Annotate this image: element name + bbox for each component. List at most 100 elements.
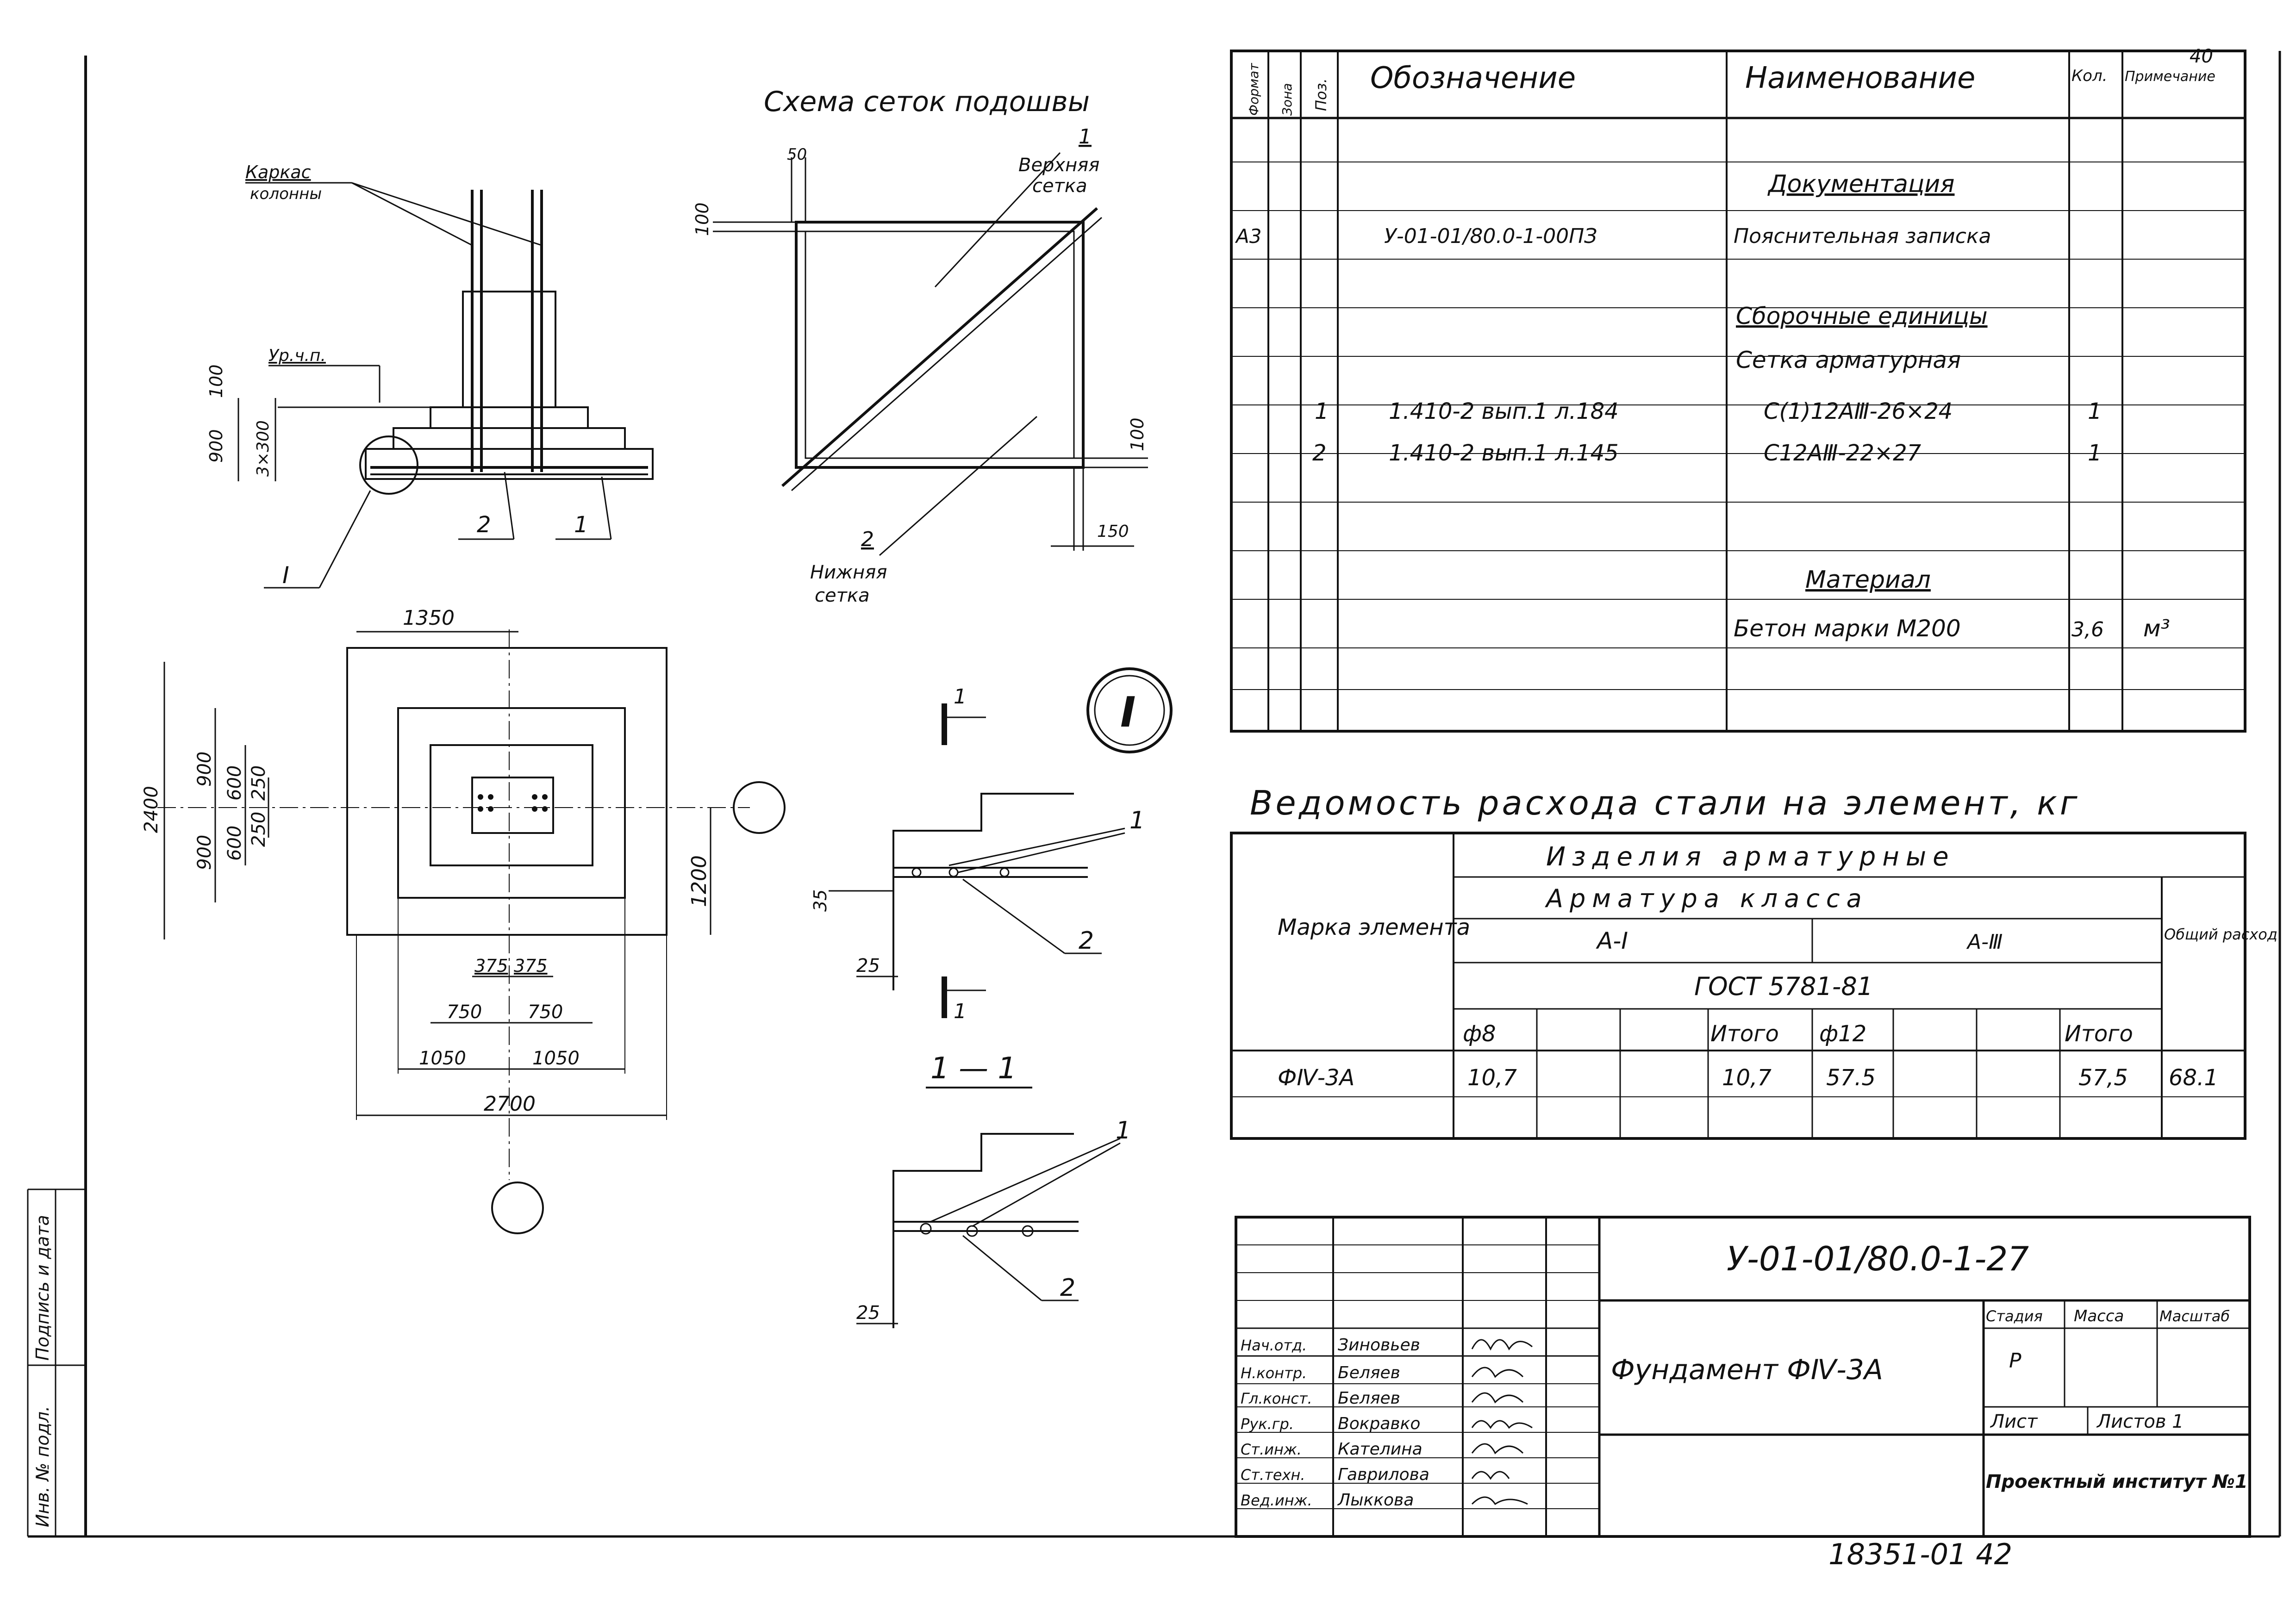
dim-375-b: 375	[514, 956, 548, 976]
dim-35: 35	[810, 889, 830, 912]
detail-pos-1-a: 1	[1129, 807, 1145, 834]
foundation-plan: 1350 2400 900 900 600 600 250 250 1200 3…	[141, 606, 786, 1234]
spec-row2-name: С12АⅢ-22×27	[1764, 440, 1922, 466]
name-3: Вокравко	[1338, 1414, 1420, 1433]
steel-rebar-class-header: Арматура класса	[1545, 884, 1868, 913]
detail-pos-2-b: 2	[1060, 1274, 1075, 1302]
role-0: Нач.отд.	[1241, 1337, 1307, 1354]
dim-600-a: 600	[224, 765, 245, 801]
corner-number: 40	[2190, 46, 2213, 67]
floor-level-label: Ур.ч.п.	[268, 346, 326, 365]
name-2: Беляев	[1338, 1389, 1400, 1408]
dim-900: 900	[206, 429, 226, 463]
title-stage-header: Стадия	[1986, 1307, 2043, 1325]
spec-header-zone: Зона	[1279, 83, 1295, 116]
dim-50: 50	[787, 145, 807, 164]
spec-row2-qty: 1	[2088, 440, 2102, 466]
dim-750-a: 750	[447, 1001, 482, 1023]
spec-mat-unit: м³	[2143, 615, 2170, 642]
detail-mark: I	[1120, 688, 1136, 737]
dim-2700: 2700	[484, 1092, 536, 1116]
bottom-mesh-label-2: сетка	[815, 585, 870, 606]
spec-header-pos: Поз.	[1312, 78, 1330, 111]
dim-25-a: 25	[856, 955, 880, 976]
section-pos-2: 2	[477, 512, 491, 538]
cut-mark-bottom: 1	[954, 1000, 967, 1023]
dim-100-b: 100	[692, 202, 712, 236]
steel-overall-header: Общий расход	[2164, 926, 2277, 943]
name-0: Зиновьев	[1338, 1336, 1420, 1355]
spec-row2-pos: 2	[1312, 440, 1327, 466]
title-sheets-label: Листов 1	[2096, 1411, 2184, 1432]
title-mass-header: Масса	[2074, 1307, 2124, 1325]
dim-25-b: 25	[856, 1302, 880, 1324]
section-label: 1 — 1	[930, 1051, 1017, 1086]
mesh-scheme-title: Схема сеток подошвы	[764, 86, 1090, 118]
spec-doc-format: А3	[1235, 225, 1261, 248]
foundation-section-view: Каркас колонны Ур.ч.п. 900 100 3×300 I	[206, 162, 654, 589]
top-mesh-label-2: сетка	[1032, 175, 1087, 197]
spec-header-qty: Кол.	[2071, 67, 2107, 85]
name-1: Беляев	[1338, 1363, 1400, 1382]
dim-100-c: 100	[1127, 417, 1148, 451]
spec-mat-qty: 3,6	[2071, 618, 2104, 641]
dim-3x300: 3×300	[254, 420, 273, 477]
detail-I: I 1 1 1 2 35 25 1 — 1 1	[810, 667, 1173, 1328]
steel-row-overall: 68.1	[2169, 1065, 2218, 1091]
steel-row-d12: 57.5	[1826, 1065, 1876, 1091]
name-6: Лыккова	[1337, 1491, 1414, 1510]
column-cage-label: Каркас	[245, 162, 311, 182]
detail-pos-1-b: 1	[1116, 1117, 1131, 1144]
dim-1050-b: 1050	[532, 1048, 580, 1069]
spec-mat-section: Материал	[1805, 566, 1931, 594]
steel-row-total2: 57,5	[2078, 1065, 2128, 1091]
title-scale-header: Масштаб	[2159, 1307, 2230, 1325]
title-institute: Проектный институт №1	[1986, 1471, 2248, 1492]
title-name: Фундамент ФⅣ-3А	[1611, 1354, 1883, 1386]
role-2: Гл.конст.	[1241, 1390, 1312, 1407]
spec-doc-designation: У-01-01/80.0-1-00ПЗ	[1384, 224, 1597, 248]
spec-asm-title: Сетка арматурная	[1736, 347, 1961, 373]
mesh-bottom-pos: 2	[861, 528, 874, 551]
spec-row1-designation: 1.410-2 вып.1 л.184	[1389, 398, 1619, 424]
dim-1350: 1350	[403, 606, 455, 630]
spec-row2-designation: 1.410-2 вып.1 л.145	[1389, 440, 1619, 466]
cut-mark-top: 1	[954, 685, 967, 709]
spec-header-format: Формат	[1246, 63, 1261, 116]
section-pos-1: 1	[574, 512, 588, 538]
steel-d8-header: ф8	[1463, 1021, 1496, 1047]
dim-150: 150	[1097, 522, 1129, 541]
dim-750-b: 750	[528, 1001, 563, 1023]
dim-1050-a: 1050	[419, 1048, 466, 1069]
dim-100-a: 100	[206, 364, 226, 398]
steel-class-a3: А-Ⅲ	[1966, 930, 2003, 954]
footer-number: 18351-01 42	[1828, 1537, 2012, 1571]
signatures	[1471, 1339, 1533, 1505]
steel-row-mark: ФⅣ-3А	[1278, 1065, 1354, 1091]
steel-gost: ГОСТ 5781-81	[1694, 972, 1873, 1001]
dim-250-b: 250	[248, 812, 269, 847]
name-5: Гаврилова	[1338, 1465, 1429, 1484]
steel-d12-header: ф12	[1819, 1021, 1866, 1047]
dim-375-a: 375	[474, 956, 508, 976]
detail-callout-label: I	[282, 562, 289, 589]
steel-mark-header: Марка элемента	[1278, 914, 1470, 940]
spec-doc-section: Документация	[1767, 170, 1954, 198]
dim-250-a: 250	[248, 765, 269, 801]
title-code: У-01-01/80.0-1-27	[1727, 1239, 2029, 1278]
spec-asm-section: Сборочные единицы	[1736, 303, 1988, 330]
title-stage: Р	[2009, 1349, 2021, 1373]
steel-table	[1230, 832, 2246, 1140]
name-4: Кателина	[1338, 1440, 1423, 1459]
dim-2400: 2400	[141, 786, 162, 833]
spec-header-note: Примечание	[2125, 68, 2215, 85]
steel-row-d8: 10,7	[1467, 1065, 1517, 1091]
steel-class-a1: А-I	[1596, 927, 1628, 954]
spec-mat-name: Бетон марки М200	[1734, 615, 1961, 642]
role-3: Рук.гр.	[1241, 1415, 1294, 1433]
dim-600-b: 600	[224, 826, 245, 861]
spec-row1-qty: 1	[2088, 398, 2102, 424]
mesh-scheme: Схема сеток подошвы 1 Верхняя сетка 2 Ни…	[692, 86, 1148, 606]
spec-doc-name: Пояснительная записка	[1734, 224, 1991, 248]
role-6: Вед.инж.	[1241, 1492, 1312, 1509]
